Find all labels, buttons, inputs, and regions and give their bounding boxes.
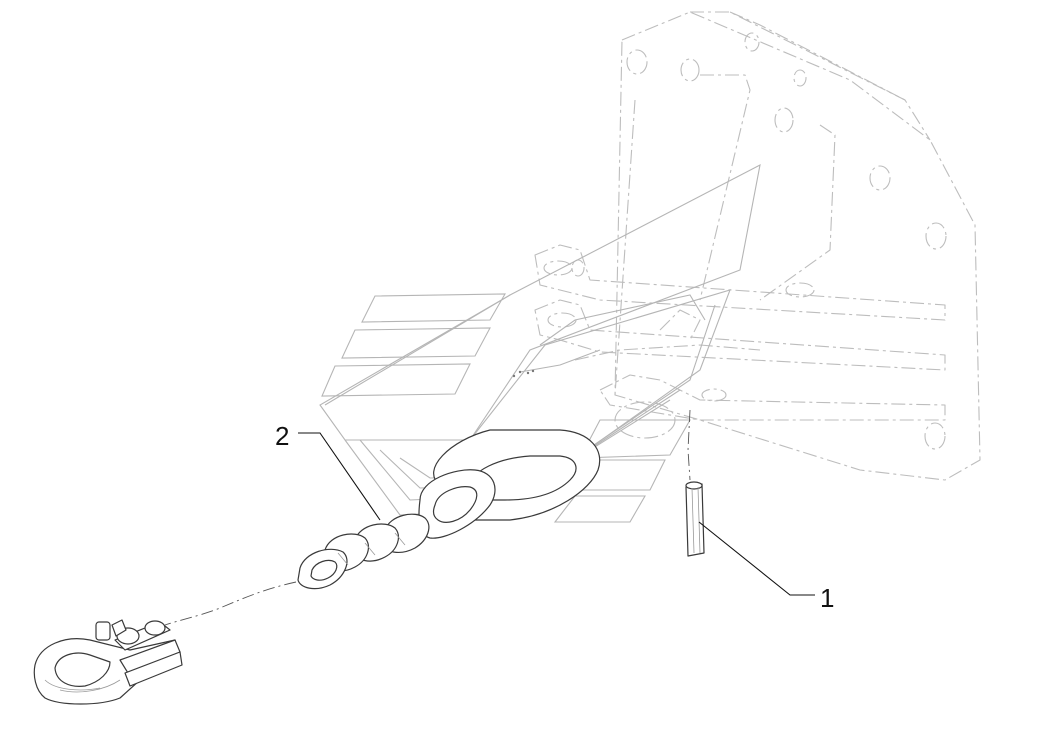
- hook-link-line: [164, 581, 297, 626]
- roll-pin: [685, 481, 705, 557]
- callout-1-number: 1: [820, 583, 834, 613]
- chain-hook: [33, 619, 183, 705]
- callout-2-number: 2: [275, 421, 289, 451]
- chain: [297, 429, 601, 590]
- tow-bracket-phantom: [534, 11, 981, 481]
- pin-centerline: [687, 409, 691, 481]
- callout-2-leader: [298, 432, 381, 521]
- callout-1-leader: [698, 521, 815, 596]
